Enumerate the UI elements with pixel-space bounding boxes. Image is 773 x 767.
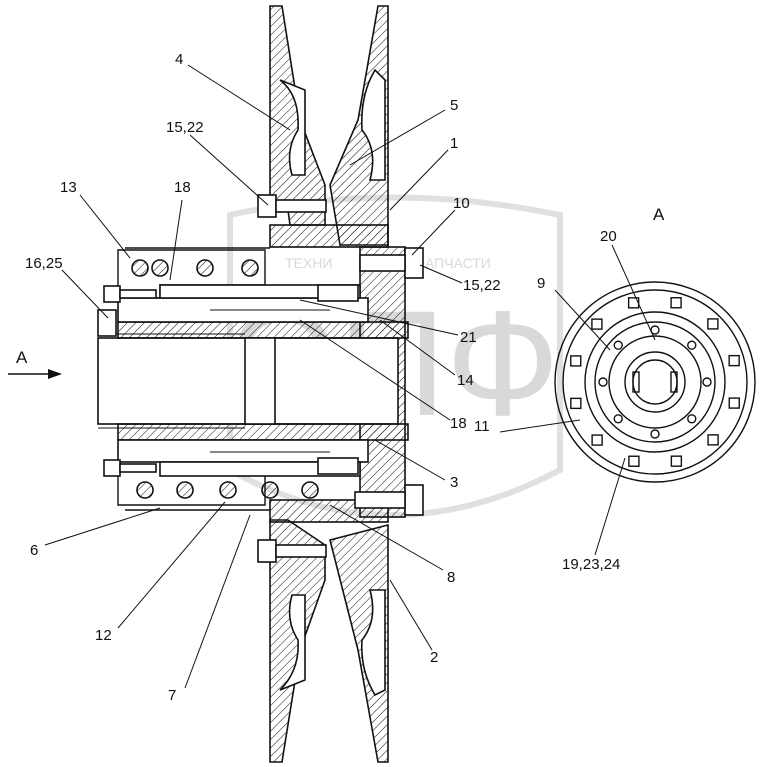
end-view-inner-hole [650, 429, 660, 439]
callout-19-23-24: 19,23,24 [562, 556, 620, 573]
end-view-bolt-head [570, 397, 582, 410]
callout-18-top: 18 [174, 179, 191, 196]
callout-18-bottom: 18 [450, 415, 467, 432]
callout-7: 7 [168, 687, 176, 704]
callout-3: 3 [450, 474, 458, 491]
bolts [97, 194, 424, 563]
callout-14: 14 [457, 372, 474, 389]
end-view-bolt-head [707, 318, 719, 330]
end-view-inner-holes [598, 325, 712, 439]
end-view: A [554, 205, 756, 483]
end-view-inner-hole [702, 377, 712, 387]
springs-bottom [136, 481, 319, 499]
end-view-inner-hole [613, 414, 623, 424]
callout-8: 8 [447, 569, 455, 586]
end-view-bolt-head [670, 455, 683, 467]
callout-10: 10 [453, 195, 470, 212]
pulley-half-right [329, 5, 389, 763]
inner-sleeves [117, 284, 369, 477]
callout-15-22-right: 15,22 [463, 277, 501, 294]
callout-12: 12 [95, 627, 112, 644]
end-view-inner-hole [687, 414, 697, 424]
callout-2: 2 [430, 649, 438, 666]
callout-15-22-top: 15,22 [166, 119, 204, 136]
callout-9: 9 [537, 275, 545, 292]
watermark-left-text: ТЕХНИ [285, 255, 332, 271]
view-arrow-label: A [16, 348, 28, 367]
end-view-bolt-head [707, 434, 719, 446]
end-view-bolts [570, 297, 740, 467]
end-view-bolt-head [728, 354, 740, 367]
shaft [97, 321, 409, 441]
callout-20: 20 [600, 228, 617, 245]
end-view-bolt-head [591, 434, 603, 446]
end-view-bolt-head [670, 297, 682, 309]
leader-lines [44, 64, 656, 689]
watermark-right-text: АПЧАСТИ [425, 255, 491, 271]
callout-11: 11 [474, 418, 490, 435]
end-view-bolt-head [628, 455, 640, 467]
view-arrow: A [8, 348, 62, 379]
callout-5: 5 [450, 97, 458, 114]
callout-1: 1 [450, 135, 458, 152]
end-view-inner-hole [598, 377, 608, 387]
springs-top [131, 259, 259, 277]
end-view-inner-hole [687, 340, 697, 350]
end-view-bolt-head [728, 397, 740, 409]
callout-21: 21 [460, 329, 477, 346]
end-view-bolt-head [591, 318, 603, 330]
callout-4: 4 [175, 51, 183, 68]
view-label: A [653, 205, 665, 224]
callout-6: 6 [30, 542, 38, 559]
pulley-half-left [269, 5, 326, 763]
callout-16-25: 16,25 [25, 255, 63, 272]
end-view-inner-hole [613, 340, 623, 350]
end-view-bolt-head [570, 355, 582, 367]
callouts: 4 5 1 15,22 13 18 10 16,25 15,22 9 20 21… [25, 51, 620, 704]
callout-13: 13 [60, 179, 77, 196]
